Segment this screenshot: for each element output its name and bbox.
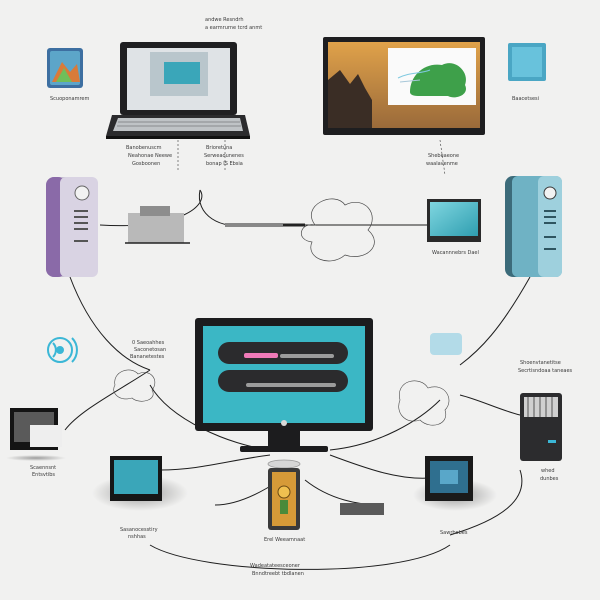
app-tile-icon[interactable] <box>47 48 83 88</box>
monitor-device[interactable] <box>427 199 481 242</box>
connector-line <box>198 189 251 227</box>
monitor-mid-caption: Wacannnebrs Dael <box>432 250 479 256</box>
top-caption-line-1: andwe Resndrh <box>205 17 244 23</box>
laptop-caption-2: Neahonae Neewe <box>128 153 173 159</box>
tv-caption-2: waalavenme <box>426 161 458 167</box>
right-device-caption-1: whed <box>541 468 555 474</box>
right-device-caption-2: dunbes <box>540 476 559 482</box>
tv-caption-1: Shebeaeone <box>428 153 460 159</box>
connector-line <box>304 479 381 506</box>
footer-caption-1: Wadeatateesceoner <box>250 563 300 569</box>
tv-display[interactable] <box>323 37 485 135</box>
left-note-2: Saconetosan <box>134 347 167 353</box>
right-app-caption: Baacetsesi <box>512 96 540 102</box>
laptop-caption-5: Serweaounenes <box>204 153 244 159</box>
server-tower[interactable] <box>46 177 98 277</box>
wifi-signal-icon <box>47 337 78 363</box>
connector-line <box>329 399 441 451</box>
connector-line <box>449 469 523 536</box>
left-device-caption-1: Scaennsnt <box>30 465 57 471</box>
dashed-link <box>439 139 446 176</box>
cloud-sketch-icon <box>301 198 375 262</box>
connector-line <box>64 369 151 431</box>
left-note-1: 0 Saeoahhes <box>132 340 165 346</box>
left-device-caption-2: Entsvtibs <box>32 472 55 478</box>
connector-line <box>149 544 451 570</box>
connector-line <box>159 454 271 471</box>
device-sketch <box>125 206 305 244</box>
bottom-right-caption: Sawrbebes <box>440 530 468 536</box>
left-note-3: Bananetestes <box>130 354 165 360</box>
left-app-caption: Scuoponamrem <box>50 96 90 102</box>
drive-slot <box>340 503 384 515</box>
laptop-caption-4: Brioretuna <box>206 145 233 151</box>
central-monitor[interactable] <box>195 318 373 452</box>
app-tile-icon[interactable] <box>508 43 546 81</box>
bottom-left-caption-1: Sasanocesstiry <box>120 527 158 533</box>
bottom-left-caption-2: nshhas <box>128 534 146 540</box>
usb-drive-device[interactable] <box>267 459 301 530</box>
display-device[interactable] <box>6 408 66 461</box>
laptop-caption-1: Banobenuscm <box>126 145 162 151</box>
top-caption-line-2: a earmrurne tcrd anmt <box>205 25 263 31</box>
connector-line <box>69 276 151 371</box>
thin-connections <box>177 139 446 176</box>
footer-caption-2: Bnndtreebt tbdlanen <box>252 571 304 577</box>
laptop-caption-3: Gosboonen <box>132 161 161 167</box>
bottom-center-caption: Erel Weeamnaat <box>264 537 306 543</box>
monitor-device[interactable] <box>413 456 497 511</box>
laptop-device[interactable] <box>106 42 250 139</box>
server-tower[interactable] <box>520 393 562 461</box>
cloud-icon <box>430 333 462 355</box>
connector-line <box>459 276 531 366</box>
cloud-sketch-icon <box>398 380 450 426</box>
connector-line <box>329 454 431 479</box>
right-note-1: Shoenvtanetitse <box>520 360 561 366</box>
laptop-caption-6: bonap IS Ebsia <box>206 161 243 167</box>
connector-line <box>459 394 521 416</box>
server-tower[interactable] <box>505 176 562 277</box>
right-note-2: Secrtisndoaa taneaes <box>518 368 573 374</box>
monitor-device[interactable] <box>92 456 188 511</box>
cloud-sketch-icon <box>113 369 156 402</box>
